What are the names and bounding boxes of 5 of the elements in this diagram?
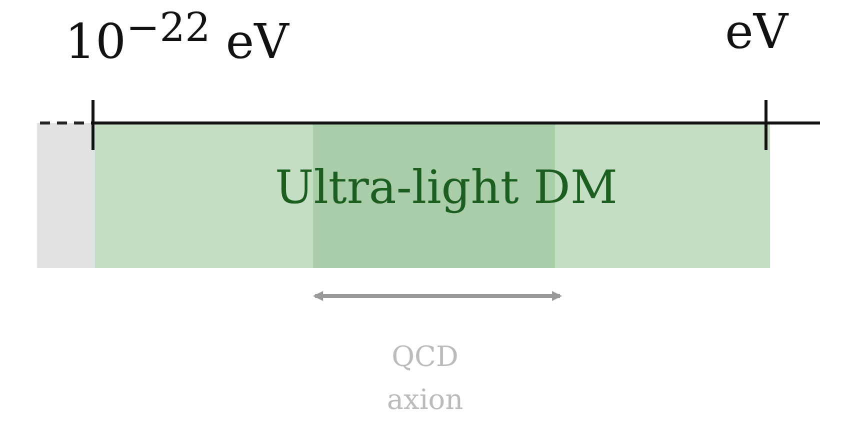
shaded-bar: [37, 123, 95, 268]
mass-range-band: [95, 123, 770, 268]
tick-label: eV: [725, 8, 788, 56]
tick-label: 10$^{−22}$ eV: [65, 8, 289, 66]
range-label: QCD axion: [386, 339, 464, 418]
